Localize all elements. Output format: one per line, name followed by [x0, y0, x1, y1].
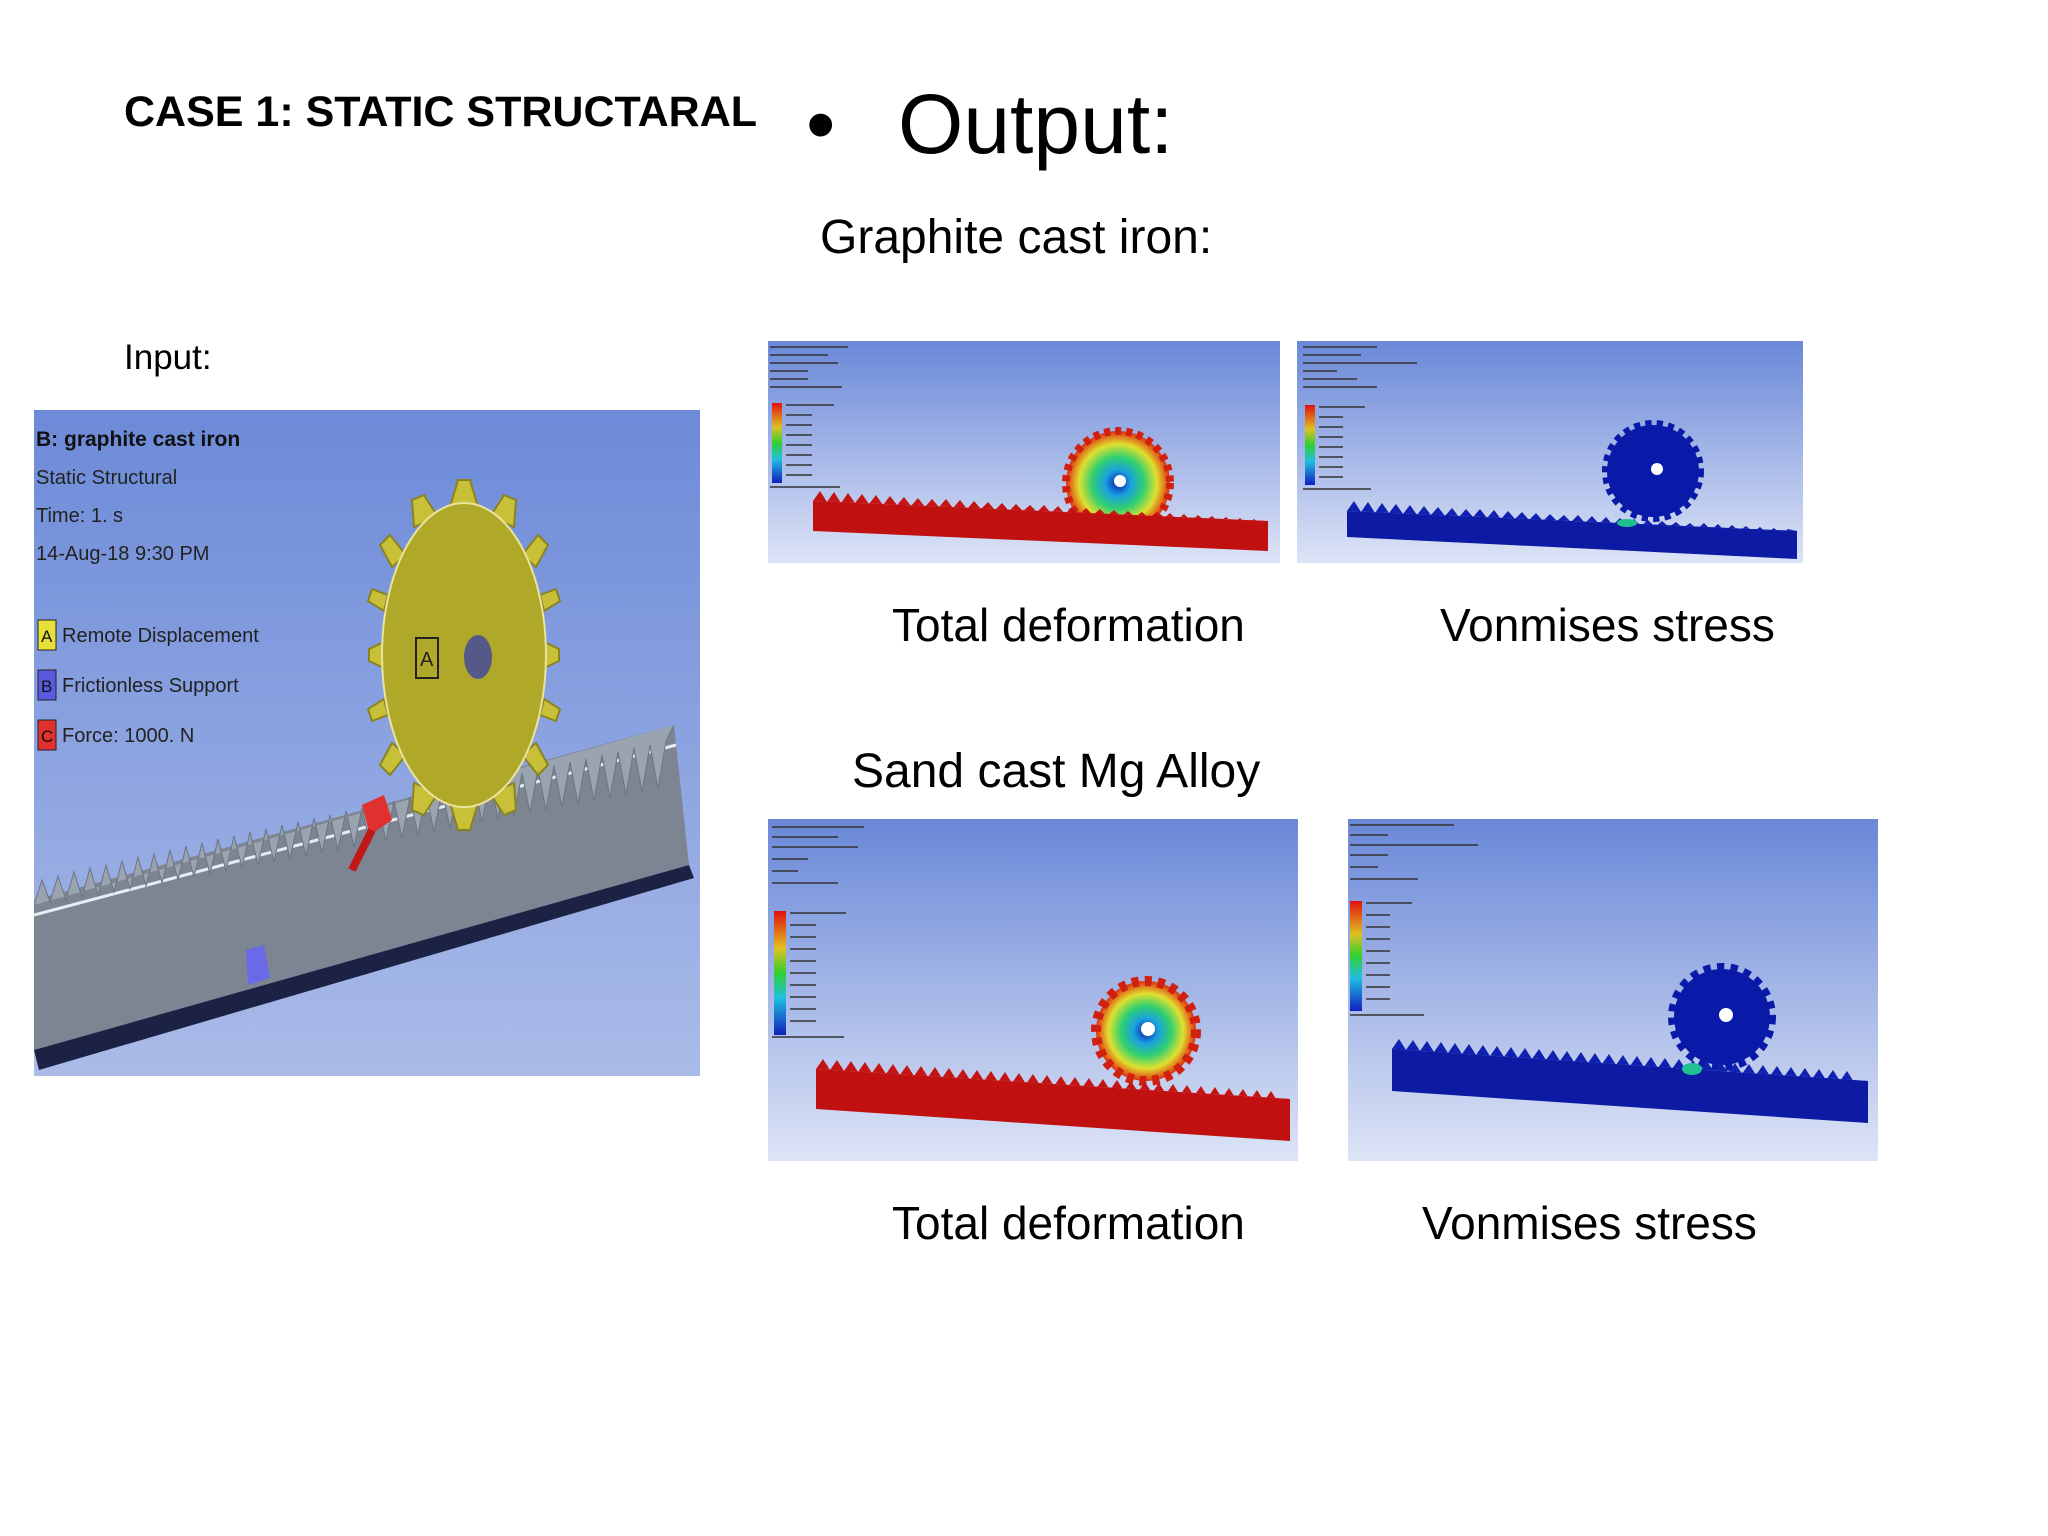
graphite-deformation-image — [768, 341, 1280, 563]
input-header-line: Time: 1. s — [36, 505, 123, 527]
mg-stress-image — [1348, 819, 1878, 1161]
input-header-line: 14-Aug-18 9:30 PM — [36, 543, 209, 565]
mg-deformation-caption: Total deformation — [892, 1197, 1245, 1249]
graphite-stress-image — [1297, 341, 1803, 563]
material-2-heading: Sand cast Mg Alloy — [852, 745, 1261, 798]
legend-label: Force: 1000. N — [62, 725, 194, 747]
input-header-line: Static Structural — [36, 467, 177, 489]
graphite-stress-caption: Vonmises stress — [1440, 599, 1775, 651]
svg-text:A: A — [420, 649, 434, 671]
mg-deformation-image — [768, 819, 1298, 1161]
legend-label: Remote Displacement — [62, 625, 259, 647]
legend-key: B — [41, 677, 52, 696]
legend-label: Frictionless Support — [62, 675, 239, 697]
bullet-glyph: • — [806, 77, 836, 171]
material-1-heading: Graphite cast iron: — [820, 211, 1213, 264]
mg-stress-caption: Vonmises stress — [1422, 1197, 1757, 1249]
input-model-image: A B: graphite cast iron Static Structura… — [34, 410, 700, 1076]
case-title: CASE 1: STATIC STRUCTARAL — [124, 88, 758, 136]
input-label: Input: — [124, 338, 212, 377]
input-header-line: B: graphite cast iron — [36, 428, 240, 451]
legend-key: A — [41, 627, 53, 646]
output-heading: •Output: — [806, 82, 1174, 166]
output-heading-text: Output: — [898, 77, 1174, 171]
graphite-deformation-caption: Total deformation — [892, 599, 1245, 651]
legend-key: C — [41, 727, 53, 746]
